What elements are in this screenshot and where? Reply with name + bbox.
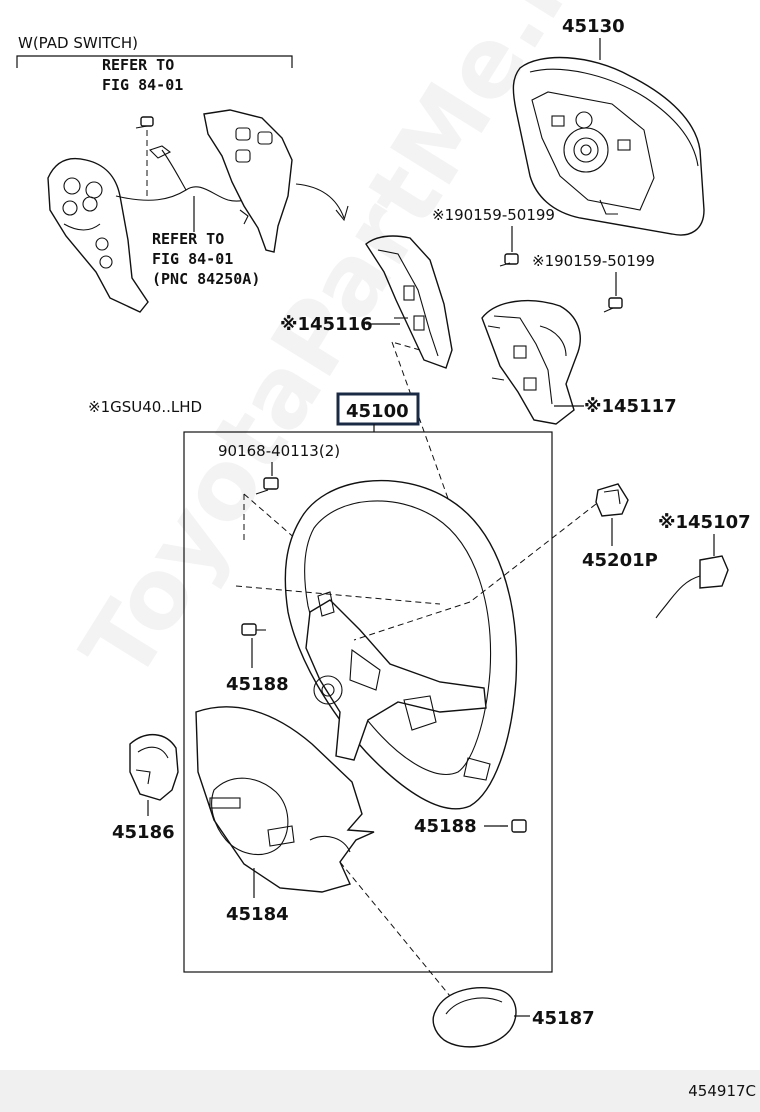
left-switch-panel-icon bbox=[47, 157, 149, 313]
part-90168-label: 90168-40113(2) bbox=[218, 442, 340, 460]
refer-to-label-2: REFER TO bbox=[152, 230, 224, 248]
part-45188-a-label: 45188 bbox=[226, 674, 289, 695]
nut-45201p-icon bbox=[595, 483, 629, 517]
bracket-45117-icon bbox=[481, 300, 581, 425]
part-45186-label: 45186 bbox=[112, 822, 175, 843]
horn-pad-icon bbox=[512, 56, 705, 236]
lhd-note: ※1GSU40..LHD bbox=[88, 398, 202, 416]
bracket-45116-icon bbox=[365, 235, 453, 369]
harness-45107-icon bbox=[655, 555, 729, 619]
refer-to-pnc: (PNC 84250A) bbox=[152, 270, 260, 288]
part-45117-label: ※145117 bbox=[584, 396, 677, 417]
part-45188-b-label: 45188 bbox=[414, 816, 477, 837]
column-cover-45184-icon bbox=[195, 706, 375, 893]
part-45100-label: 45100 bbox=[346, 401, 409, 422]
screw-45188-a-icon bbox=[241, 623, 266, 636]
pad-switch-label: W(PAD SWITCH) bbox=[18, 34, 138, 52]
part-45201p-label: 45201P bbox=[582, 550, 658, 571]
refer-to-label-1: REFER TO bbox=[102, 56, 174, 74]
right-switch-panel-icon bbox=[203, 109, 293, 253]
steering-wheel-icon bbox=[284, 479, 518, 810]
screw-90159-a-icon: ※190159-50199 bbox=[432, 206, 555, 267]
refer-to-fig-2: FIG 84-01 bbox=[152, 250, 233, 268]
direction-arrow-icon bbox=[295, 183, 345, 219]
part-45116-label: ※145116 bbox=[280, 314, 373, 335]
part-45187-label: 45187 bbox=[532, 1008, 595, 1029]
part-45184-label: 45184 bbox=[226, 904, 289, 925]
part-45100-box: 45100 bbox=[336, 392, 420, 432]
pad-switch-group: W(PAD SWITCH) REFER TO FIG 84-01 bbox=[16, 34, 349, 313]
bolt-90168-icon bbox=[255, 477, 279, 495]
cover-45186-icon bbox=[129, 734, 179, 801]
cap-45187-icon bbox=[432, 987, 517, 1048]
footer-band bbox=[0, 1070, 760, 1112]
part-90159-b-label: ※190159-50199 bbox=[532, 252, 655, 270]
figure-code: 454917C bbox=[688, 1082, 756, 1100]
assembly-frame bbox=[183, 431, 553, 973]
part-45107-label: ※145107 bbox=[658, 512, 751, 533]
part-90159-a-label: ※190159-50199 bbox=[432, 206, 555, 224]
parts-diagram: W(PAD SWITCH) REFER TO FIG 84-01 bbox=[16, 16, 751, 1048]
screw-90159-b-icon: ※190159-50199 bbox=[532, 252, 655, 313]
part-45130-label: 45130 bbox=[562, 16, 625, 37]
refer-to-fig-1: FIG 84-01 bbox=[102, 76, 183, 94]
pad-switch-screw-icon bbox=[135, 116, 154, 196]
